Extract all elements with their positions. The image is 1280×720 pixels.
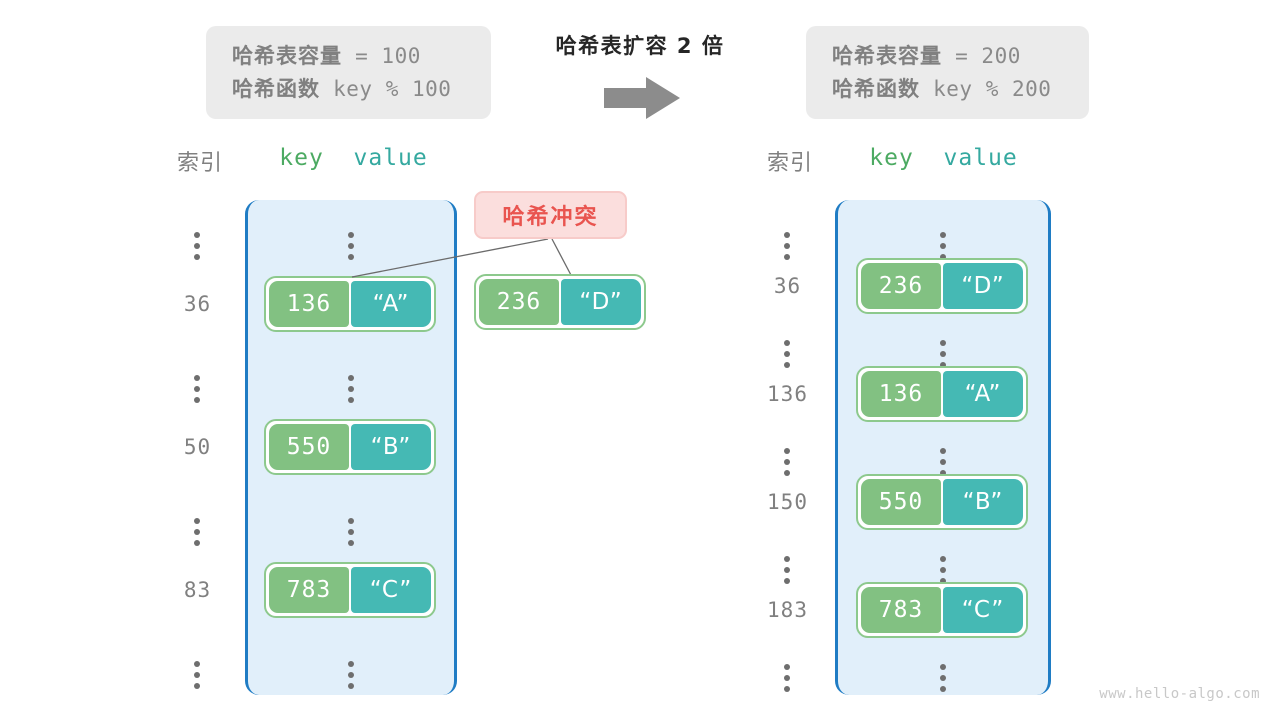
index-label-after-150: 150: [767, 490, 808, 514]
key-header-after: key: [869, 145, 914, 171]
bucket-ellipsis-after-8: [940, 664, 946, 692]
hash-function-line-after: 哈希函数 key % 200: [832, 73, 1063, 106]
index-label-before-83: 83: [183, 577, 212, 602]
bucket-container-after: 236“D” 136“A” 550“B” 783“C”: [835, 200, 1051, 695]
value-cell-before-50: “B”: [351, 423, 431, 470]
bucket-ellipsis-before-0: [348, 232, 354, 260]
pair-cell-after-183: 783“C”: [856, 582, 1028, 638]
value-cell-after-136: “A”: [943, 371, 1023, 417]
key-cell-after-150: 550: [861, 479, 941, 525]
index-ellipsis-before-0: [194, 232, 200, 260]
bucket-ellipsis-before-4: [348, 518, 354, 546]
value-cell-after-150: “B”: [943, 479, 1023, 525]
index-column-header-after: 索引: [766, 151, 813, 176]
key-value-column-header-before: key value: [246, 145, 461, 171]
key-value-column-header-after: key value: [836, 145, 1051, 171]
key-header-before: key: [279, 145, 324, 171]
transition-title: 哈希表扩容 2 倍: [555, 34, 725, 58]
value-cell-before-83: “C”: [351, 566, 431, 613]
capacity-label-after: 哈希表容量: [832, 44, 942, 68]
pair-cell-after-150: 550“B”: [856, 474, 1028, 530]
collision-badge: 哈希冲突: [474, 191, 627, 239]
bucket-ellipsis-after-0: [940, 232, 946, 260]
value-cell-after-183: “C”: [943, 587, 1023, 633]
bucket-ellipsis-after-2: [940, 340, 946, 368]
capacity-line-after: 哈希表容量 = 200: [832, 40, 1063, 73]
capacity-value-before: = 100: [342, 44, 421, 68]
bucket-container-before: 136“A” 550“B” 783“C”: [245, 200, 457, 695]
index-ellipsis-after-0: [784, 232, 790, 260]
pair-cell-before-83: 783“C”: [264, 561, 436, 618]
watermark: www.hello-algo.com: [1099, 686, 1260, 702]
index-label-after-136: 136: [767, 382, 808, 406]
capacity-line-before: 哈希表容量 = 100: [232, 40, 465, 73]
bucket-ellipsis-after-4: [940, 448, 946, 476]
pair-cell-after-36: 236“D”: [856, 258, 1028, 314]
bucket-ellipsis-before-6: [348, 661, 354, 689]
value-header-after: value: [943, 145, 1018, 171]
colliding-pair-cell: 236 “D”: [474, 274, 646, 330]
index-label-before-50: 50: [183, 434, 212, 459]
index-column-after: 36 136 150 183: [740, 200, 835, 695]
key-cell-before-36: 136: [269, 280, 349, 327]
index-column-header-before: 索引: [176, 151, 223, 176]
value-cell-after-36: “D”: [943, 263, 1023, 309]
index-ellipsis-before-6: [194, 661, 200, 689]
hash-function-label-before: 哈希函数: [232, 77, 320, 101]
pair-cell-after-136: 136“A”: [856, 366, 1028, 422]
index-ellipsis-before-4: [194, 518, 200, 546]
colliding-value: “D”: [561, 279, 641, 325]
hash-function-label-after: 哈希函数: [832, 77, 920, 101]
index-ellipsis-after-4: [784, 448, 790, 476]
index-column-before: 36 50 83: [150, 200, 245, 695]
colliding-key: 236: [479, 279, 559, 325]
index-ellipsis-after-8: [784, 664, 790, 692]
pair-cell-before-50: 550“B”: [264, 418, 436, 475]
index-ellipsis-after-6: [784, 556, 790, 584]
index-ellipsis-before-2: [194, 375, 200, 403]
key-cell-after-36: 236: [861, 263, 941, 309]
hash-function-value-before: key % 100: [320, 77, 452, 101]
hash-function-value-after: key % 200: [920, 77, 1052, 101]
index-label-after-183: 183: [767, 598, 808, 622]
pair-cell-before-36: 136“A”: [264, 275, 436, 332]
key-cell-after-136: 136: [861, 371, 941, 417]
capacity-value-after: = 200: [942, 44, 1021, 68]
index-ellipsis-after-2: [784, 340, 790, 368]
key-cell-before-50: 550: [269, 423, 349, 470]
value-cell-before-36: “A”: [351, 280, 431, 327]
hash-function-line-before: 哈希函数 key % 100: [232, 73, 465, 106]
value-header-before: value: [353, 145, 428, 171]
index-label-after-36: 36: [773, 274, 802, 298]
arrow-right-icon: [604, 77, 680, 119]
hash-config-box-before: 哈希表容量 = 100 哈希函数 key % 100: [206, 26, 491, 119]
capacity-label-before: 哈希表容量: [232, 44, 342, 68]
bucket-ellipsis-after-6: [940, 556, 946, 584]
key-cell-before-83: 783: [269, 566, 349, 613]
hash-config-box-after: 哈希表容量 = 200 哈希函数 key % 200: [806, 26, 1089, 119]
index-label-before-36: 36: [183, 291, 212, 316]
key-cell-after-183: 783: [861, 587, 941, 633]
bucket-ellipsis-before-2: [348, 375, 354, 403]
